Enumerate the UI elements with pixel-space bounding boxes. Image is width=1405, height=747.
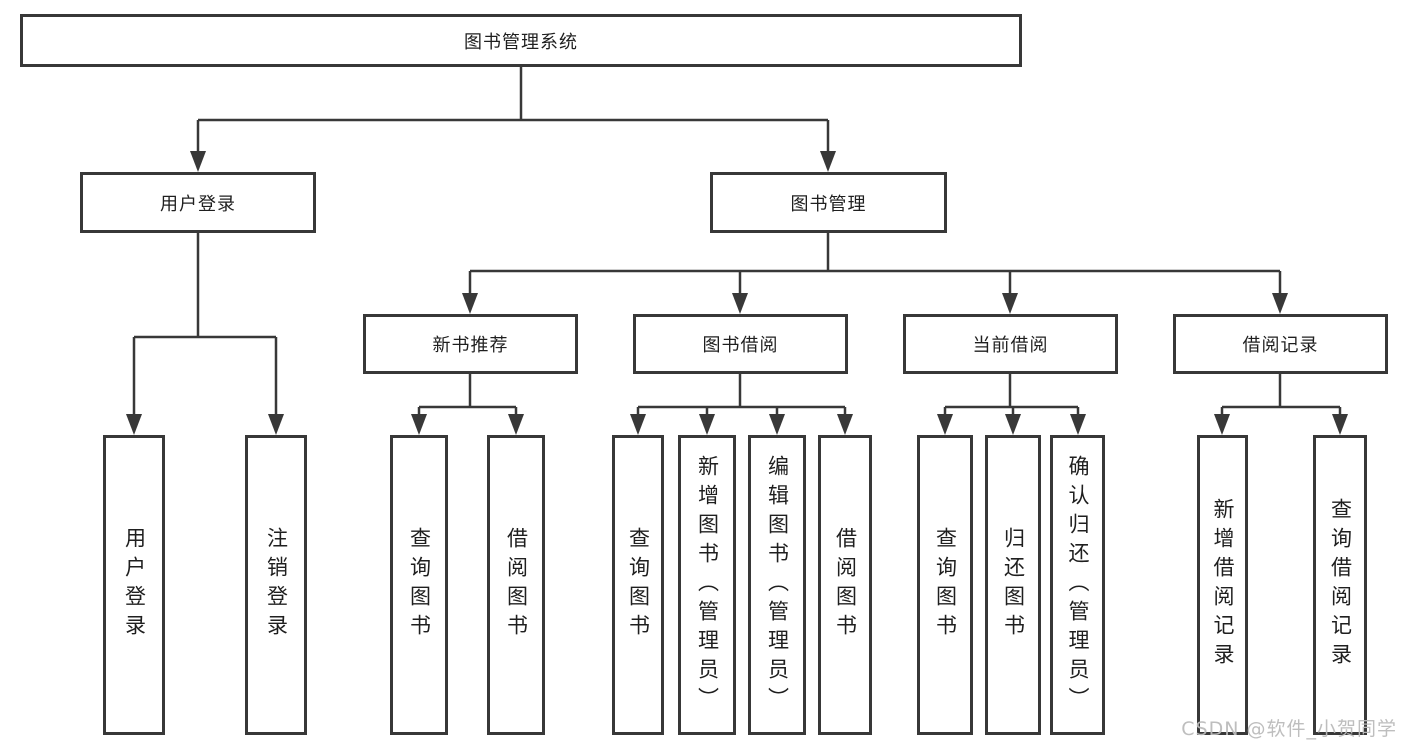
leaf-query-borrow-record: 查询借阅记录: [1313, 435, 1367, 735]
connector-user-login-to-leaves: [126, 233, 284, 435]
leaf-user-login-label: 用户登录: [122, 527, 147, 643]
leaf-borrow-books-recommend-label: 借阅图书: [504, 527, 529, 643]
leaf-user-login: 用户登录: [103, 435, 165, 735]
leaf-query-books-borrowing: 查询图书: [612, 435, 664, 735]
leaf-return-books: 归还图书: [985, 435, 1041, 735]
leaf-logout-label: 注销登录: [264, 527, 289, 643]
connector-book-borrow-to-leaves: [630, 374, 853, 435]
node-user-login: 用户登录: [80, 172, 316, 233]
leaf-borrow-books-recommend: 借阅图书: [487, 435, 545, 735]
node-new-book-recommend-label: 新书推荐: [432, 335, 509, 356]
leaf-borrow-books-borrowing-label: 借阅图书: [833, 527, 858, 643]
connector-new-book-rec-to-leaves: [411, 374, 524, 435]
node-new-book-recommend: 新书推荐: [363, 314, 578, 374]
leaf-confirm-return-admin-label: 确认归还（管理员）: [1066, 454, 1090, 716]
leaf-add-borrow-record-label: 新增借阅记录: [1211, 498, 1235, 672]
leaf-query-books-recommend-label: 查询图书: [407, 527, 432, 643]
node-root-system: 图书管理系统: [20, 14, 1022, 67]
leaf-add-borrow-record: 新增借阅记录: [1197, 435, 1248, 735]
node-book-management-label: 图书管理: [790, 193, 867, 215]
leaf-query-books-current: 查询图书: [917, 435, 973, 735]
leaf-query-borrow-record-label: 查询借阅记录: [1328, 498, 1353, 672]
connector-borrow-records-to-leaves: [1214, 374, 1348, 435]
leaf-query-books-borrowing-label: 查询图书: [626, 527, 651, 643]
leaf-confirm-return-admin: 确认归还（管理员）: [1050, 435, 1105, 735]
node-book-borrowing-label: 图书借阅: [702, 335, 779, 356]
node-borrowing-records: 借阅记录: [1173, 314, 1388, 374]
node-current-borrowing: 当前借阅: [903, 314, 1118, 374]
leaf-query-books-recommend: 查询图书: [390, 435, 448, 735]
leaf-add-books-admin: 新增图书（管理员）: [678, 435, 736, 735]
node-current-borrowing-label: 当前借阅: [972, 335, 1049, 356]
leaf-logout: 注销登录: [245, 435, 307, 735]
leaf-edit-books-admin-label: 编辑图书（管理员）: [765, 454, 790, 716]
leaf-query-books-current-label: 查询图书: [933, 527, 958, 643]
leaf-add-books-admin-label: 新增图书（管理员）: [695, 454, 720, 716]
leaf-return-books-label: 归还图书: [1001, 527, 1026, 643]
node-borrowing-records-label: 借阅记录: [1242, 335, 1319, 356]
connector-book-management-to-level3: [462, 233, 1288, 314]
connector-root-to-level2: [190, 67, 836, 172]
leaf-borrow-books-borrowing: 借阅图书: [818, 435, 872, 735]
node-user-login-label: 用户登录: [160, 193, 236, 215]
node-book-borrowing: 图书借阅: [633, 314, 848, 374]
node-root-label: 图书管理系统: [464, 31, 578, 53]
node-book-management: 图书管理: [710, 172, 947, 233]
connector-current-borrow-to-leaves: [937, 374, 1086, 435]
leaf-edit-books-admin: 编辑图书（管理员）: [748, 435, 806, 735]
